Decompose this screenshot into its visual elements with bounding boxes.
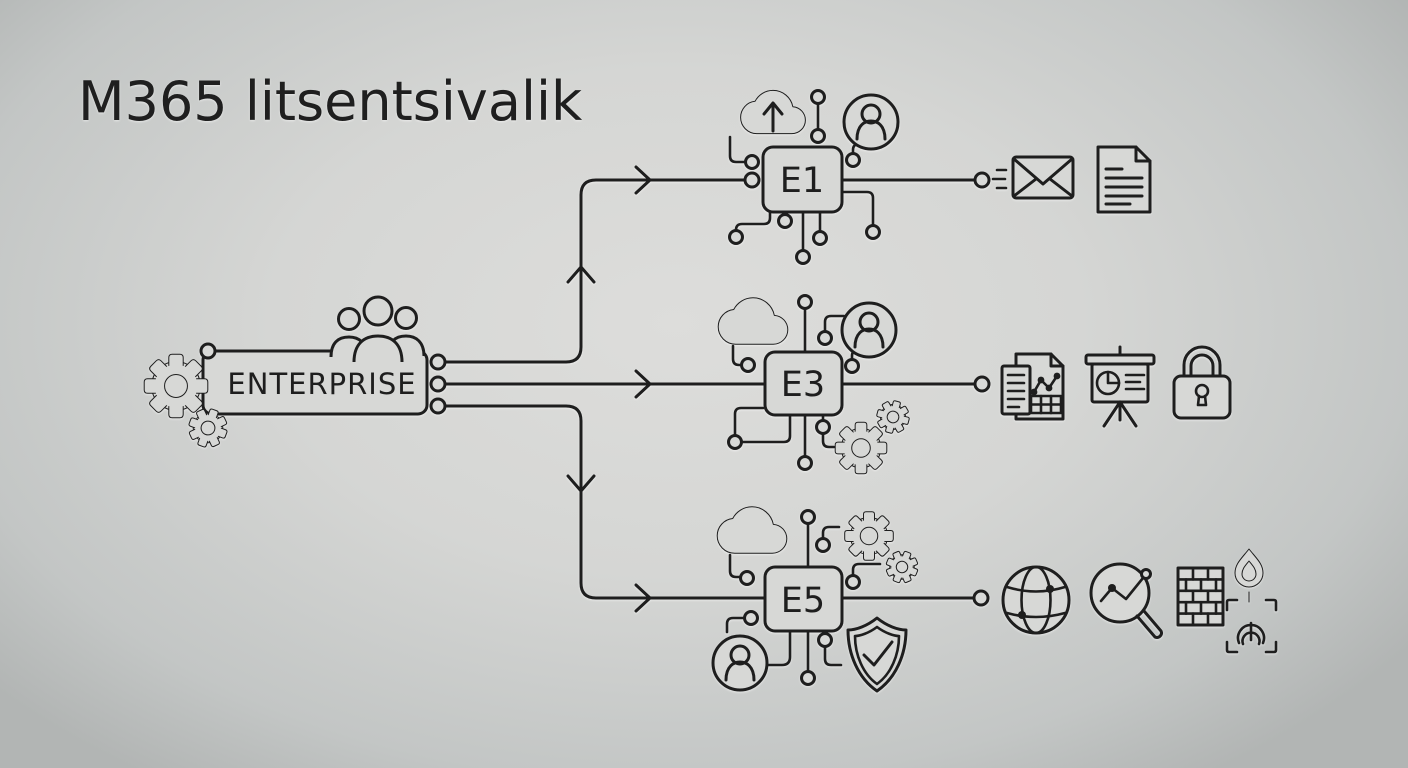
cloud-icon [716,296,790,346]
circuit-traces [725,509,882,686]
terminal-dot [973,375,991,393]
tier-e5: E5 [711,505,1278,693]
terminal-dot [429,397,447,415]
mail-icon [991,155,1075,200]
terminal-dot [743,171,761,189]
terminal-dot [199,342,217,360]
padlock-icon [1172,345,1232,420]
globe-icon [1001,565,1071,635]
terminal-dot [972,589,990,607]
connector-e1 [429,165,761,364]
enterprise-label: ENTERPRISE [227,367,416,401]
firewall-icon [1176,566,1225,627]
tier-e1: E1 [728,89,1152,265]
analytics-search-icon [1089,562,1163,639]
tier-e3: E3 [716,294,1232,475]
page-title: M365 litsentsivalik [78,70,583,133]
terminal-dot [429,375,447,393]
user-badge-icon [840,301,898,359]
connector-e5 [429,404,767,613]
user-badge-icon [842,93,900,151]
gears-icon [834,396,914,475]
terminal-dot [429,353,447,371]
user-badge-icon [711,634,769,692]
e1-label: E1 [780,161,824,201]
connector-e3 [429,369,767,399]
flame-icon [1235,549,1263,602]
cloud-upload-icon [739,89,807,135]
team-icon [329,295,426,363]
cloud-icon [715,505,789,555]
e5-label: E5 [781,581,825,621]
fingerprint-icon [1225,598,1278,654]
report-chart-icon [1000,352,1065,421]
e3-label: E3 [781,365,825,405]
enterprise-module: ENTERPRISE [143,295,447,454]
terminal-dot [973,171,991,189]
presentation-icon [1084,345,1156,428]
shield-check-icon [846,616,908,693]
document-icon [1096,145,1152,214]
